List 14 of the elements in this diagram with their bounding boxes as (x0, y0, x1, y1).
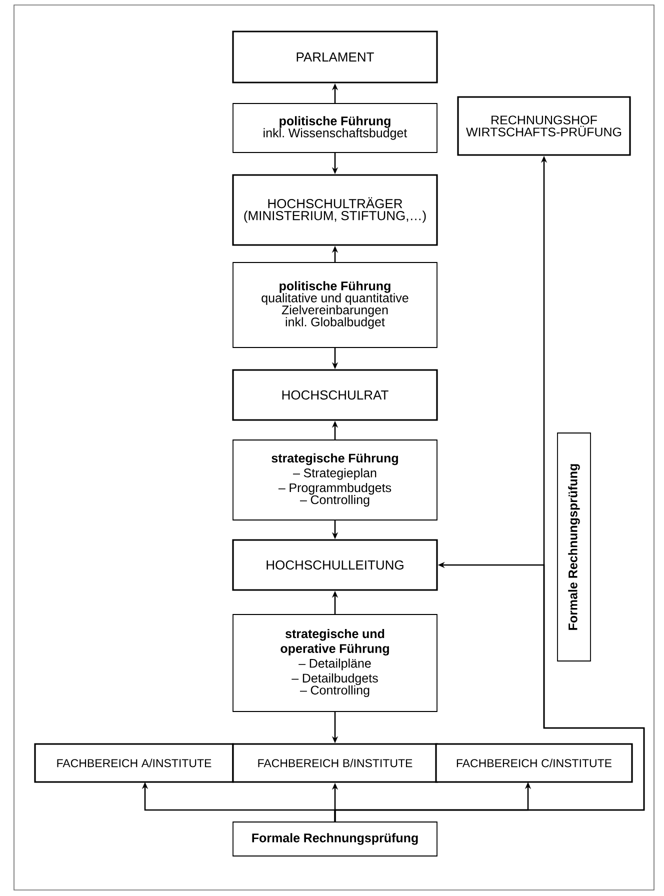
process-box: Formale Rechnungsprüfung (557, 432, 591, 662)
process-box: strategische Führung – Strategieplan – Programmbudgets – Controlling (232, 440, 438, 520)
process-box: strategische und operative Führung – Detailpläne – Detailbudgets – Controlling (232, 614, 438, 712)
title-box: HOCHSCHULLEITUNG (232, 539, 438, 591)
process-box: Formale Rechnungsprüfung (232, 822, 438, 856)
title-box: RECHNUNGSHOF WIRTSCHAFTS-PRÜFUNG (457, 96, 631, 156)
title-box: HOCHSCHULTRÄGER (MINISTERIUM, STIFTUNG,…) (232, 174, 438, 246)
title-box: FACHBEREICH C/INSTITUTE (435, 743, 633, 783)
title-box: PARLAMENT (232, 30, 438, 84)
title-box: FACHBEREICH B/INSTITUTE (232, 743, 438, 783)
title-box: HOCHSCHULRAT (232, 369, 438, 421)
process-box: politische Führung qualitative und quantitative Zielvereinbarungen inkl. Globalbudget (232, 262, 438, 348)
title-box: FACHBEREICH A/INSTITUTE (34, 743, 234, 783)
process-box: politische Führung inkl. Wissenschaftsbudget (232, 103, 438, 153)
